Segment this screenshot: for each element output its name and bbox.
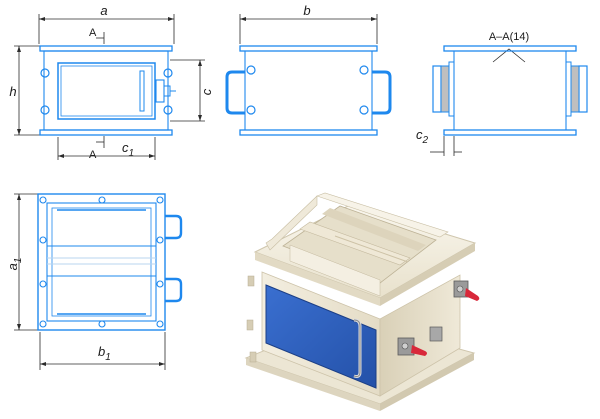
dim-label-a1: a1	[5, 258, 24, 271]
dim-label-c1: c1	[122, 140, 134, 159]
dim-label-c: c	[199, 88, 214, 95]
dim-label-b1: b1	[98, 344, 111, 363]
front-view: a h c c1 A A	[9, 3, 214, 161]
dim-label-h: h	[9, 84, 16, 99]
section-view: A–A(14) c2	[416, 31, 588, 156]
dim-label-b: b	[303, 3, 310, 18]
section-marker-bottom: A	[89, 149, 97, 161]
latch-upper	[453, 280, 480, 301]
top-view: a1 b1	[5, 193, 183, 370]
section-title: A–A(14)	[489, 31, 529, 43]
latch-lower	[397, 326, 443, 356]
dim-label-c2: c2	[416, 127, 429, 146]
side-view: b	[225, 3, 392, 136]
damper-3d-render	[244, 192, 480, 411]
section-marker-top: A	[89, 27, 97, 39]
dim-label-a: a	[100, 3, 107, 18]
